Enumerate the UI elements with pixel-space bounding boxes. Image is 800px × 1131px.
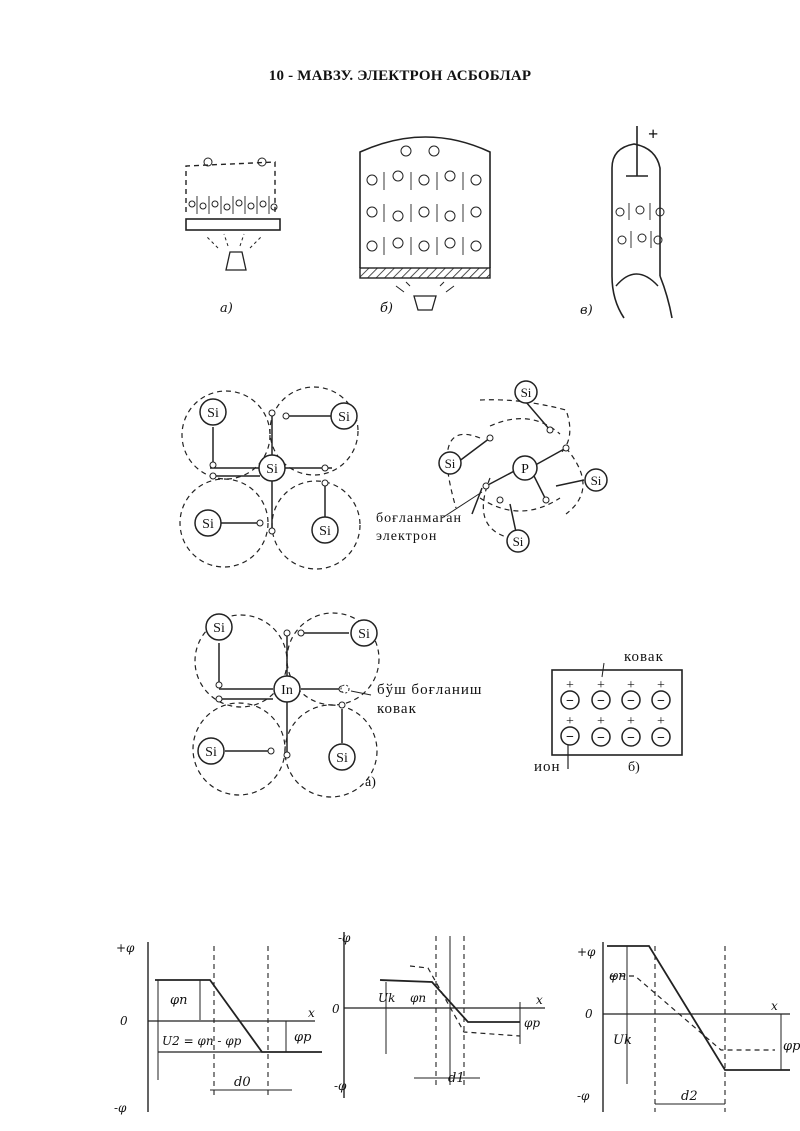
right-width: d2 — [681, 1089, 698, 1104]
svg-text:−: − — [657, 694, 665, 709]
svg-text:−: − — [597, 694, 605, 709]
svg-text:+: + — [566, 714, 574, 729]
middle-x-label: x — [536, 993, 543, 1007]
in-neighbor-si-bottom-left: Si — [197, 737, 225, 765]
left-zero: 0 — [120, 1014, 128, 1028]
left-plus-phi: +φ — [116, 941, 135, 955]
si-atom-bottom-left: Si — [194, 509, 222, 537]
emission-panel-c: + в) — [580, 124, 673, 319]
svg-text:Si: Si — [202, 517, 214, 532]
si-atom-top-left: Si — [199, 398, 227, 426]
hole-label: ковак — [624, 649, 664, 665]
svg-text:Si: Si — [591, 473, 602, 488]
middle-minus-phi-top: -φ — [338, 931, 351, 945]
unbound-electron-caption-1: боғланмаган — [376, 511, 462, 526]
svg-text:−: − — [566, 694, 574, 709]
left-phi-p: φp — [294, 1030, 312, 1045]
svg-text:+: + — [597, 714, 605, 729]
middle-u-k: Uk — [378, 991, 395, 1005]
si-atom-bottom-right: Si — [311, 516, 339, 544]
svg-text:Si: Si — [338, 410, 350, 425]
acceptor-grid: + + + + − − − − + + + + − − − − — [560, 678, 671, 747]
p-neighbor-si-right: Si — [584, 468, 608, 492]
svg-text:Si: Si — [445, 456, 456, 471]
si-lattice-figure: Si Si Si Si Si — [179, 386, 361, 570]
svg-text:Si: Si — [207, 406, 219, 421]
page-title: 10 - МАВЗУ. ЭЛЕКТРОН АСБОБЛАР — [268, 68, 532, 84]
middle-minus-phi-bottom: -φ — [334, 1079, 347, 1093]
potential-diagram-middle: -φ 0 -φ x Uk φn φp d1 — [332, 931, 545, 1098]
in-lattice-panel-label: а) — [365, 775, 376, 790]
si-atom-center: Si — [258, 454, 286, 482]
svg-text:+: + — [657, 714, 665, 729]
svg-text:In: In — [281, 683, 293, 698]
right-minus-phi: -φ — [577, 1089, 590, 1103]
svg-text:Si: Si — [319, 524, 331, 539]
in-neighbor-si-top-left: Si — [205, 613, 233, 641]
ion-label: ион — [534, 759, 561, 775]
svg-text:+: + — [597, 678, 605, 693]
svg-text:Si: Si — [358, 627, 370, 642]
svg-text:+: + — [627, 714, 635, 729]
emission-label-b: б) — [380, 301, 393, 316]
empty-bond-caption-2: ковак — [377, 701, 417, 717]
left-width: d0 — [234, 1075, 251, 1090]
emission-label-c: в) — [580, 303, 593, 318]
svg-text:Si: Si — [213, 621, 225, 636]
right-phi-n: φn — [609, 969, 626, 984]
svg-text:Si: Si — [336, 751, 348, 766]
svg-text:−: − — [627, 694, 635, 709]
potential-diagram-right: +φ 0 -φ x φn Uk φp d2 — [577, 942, 800, 1112]
svg-text:−: − — [597, 731, 605, 746]
anode-plus-sign: + — [648, 124, 658, 144]
unbound-electron-caption-2: электрон — [376, 529, 437, 544]
emission-label-a: а) — [220, 301, 233, 316]
svg-text:−: − — [566, 730, 574, 745]
svg-text:Si: Si — [513, 534, 524, 549]
svg-text:+: + — [627, 678, 635, 693]
right-u-k: Uk — [613, 1033, 632, 1048]
svg-text:+: + — [657, 678, 665, 693]
emission-figures: а) б) — [185, 124, 673, 319]
middle-phi-p: φp — [524, 1016, 540, 1030]
svg-text:Si: Si — [521, 385, 532, 400]
middle-phi-n: φn — [410, 991, 426, 1005]
left-phi-n: φn — [170, 993, 187, 1008]
left-formula: U2 = φn - φp — [162, 1034, 242, 1048]
svg-text:Si: Si — [205, 745, 217, 760]
svg-text:+: + — [566, 678, 574, 693]
right-plus-phi: +φ — [577, 945, 596, 959]
si-atom-top-right: Si — [330, 402, 358, 430]
p-neighbor-si-left: Si — [438, 451, 462, 475]
emission-panel-b: б) — [359, 136, 491, 316]
p-neighbor-si-bottom: Si — [506, 529, 530, 553]
svg-text:−: − — [657, 731, 665, 746]
right-x-label: x — [771, 999, 778, 1013]
middle-zero: 0 — [332, 1002, 340, 1016]
left-minus-phi: -φ — [114, 1101, 127, 1115]
svg-text:−: − — [627, 731, 635, 746]
right-phi-p: φp — [783, 1039, 800, 1054]
right-zero: 0 — [585, 1007, 593, 1021]
left-x-label: x — [308, 1006, 315, 1020]
acceptor-panel-label: б) — [628, 760, 640, 775]
svg-text:P: P — [521, 462, 529, 477]
in-atom-center: In — [273, 675, 301, 703]
p-neighbor-si-top: Si — [514, 380, 538, 404]
p-atom-center: P — [512, 455, 538, 481]
in-neighbor-si-bottom-right: Si — [328, 743, 356, 771]
middle-width: d1 — [448, 1071, 465, 1086]
empty-bond-caption-1: бўш боғланиш — [377, 682, 482, 698]
potential-diagram-left: +φ 0 -φ x φn φp U2 = φn - φp d0 — [114, 941, 322, 1115]
svg-text:Si: Si — [266, 462, 278, 477]
in-neighbor-si-top-right: Si — [350, 619, 378, 647]
in-lattice-figure: In Si Si Si Si бўш боғланиш ковак а) — [192, 612, 482, 798]
acceptor-figure: ковак + + + + − − − − + + + + − − − − ио… — [534, 649, 683, 775]
emission-panel-a: а) — [185, 157, 281, 316]
p-lattice-figure: P Si Si Si Si боғланмаган электрон — [376, 380, 608, 553]
